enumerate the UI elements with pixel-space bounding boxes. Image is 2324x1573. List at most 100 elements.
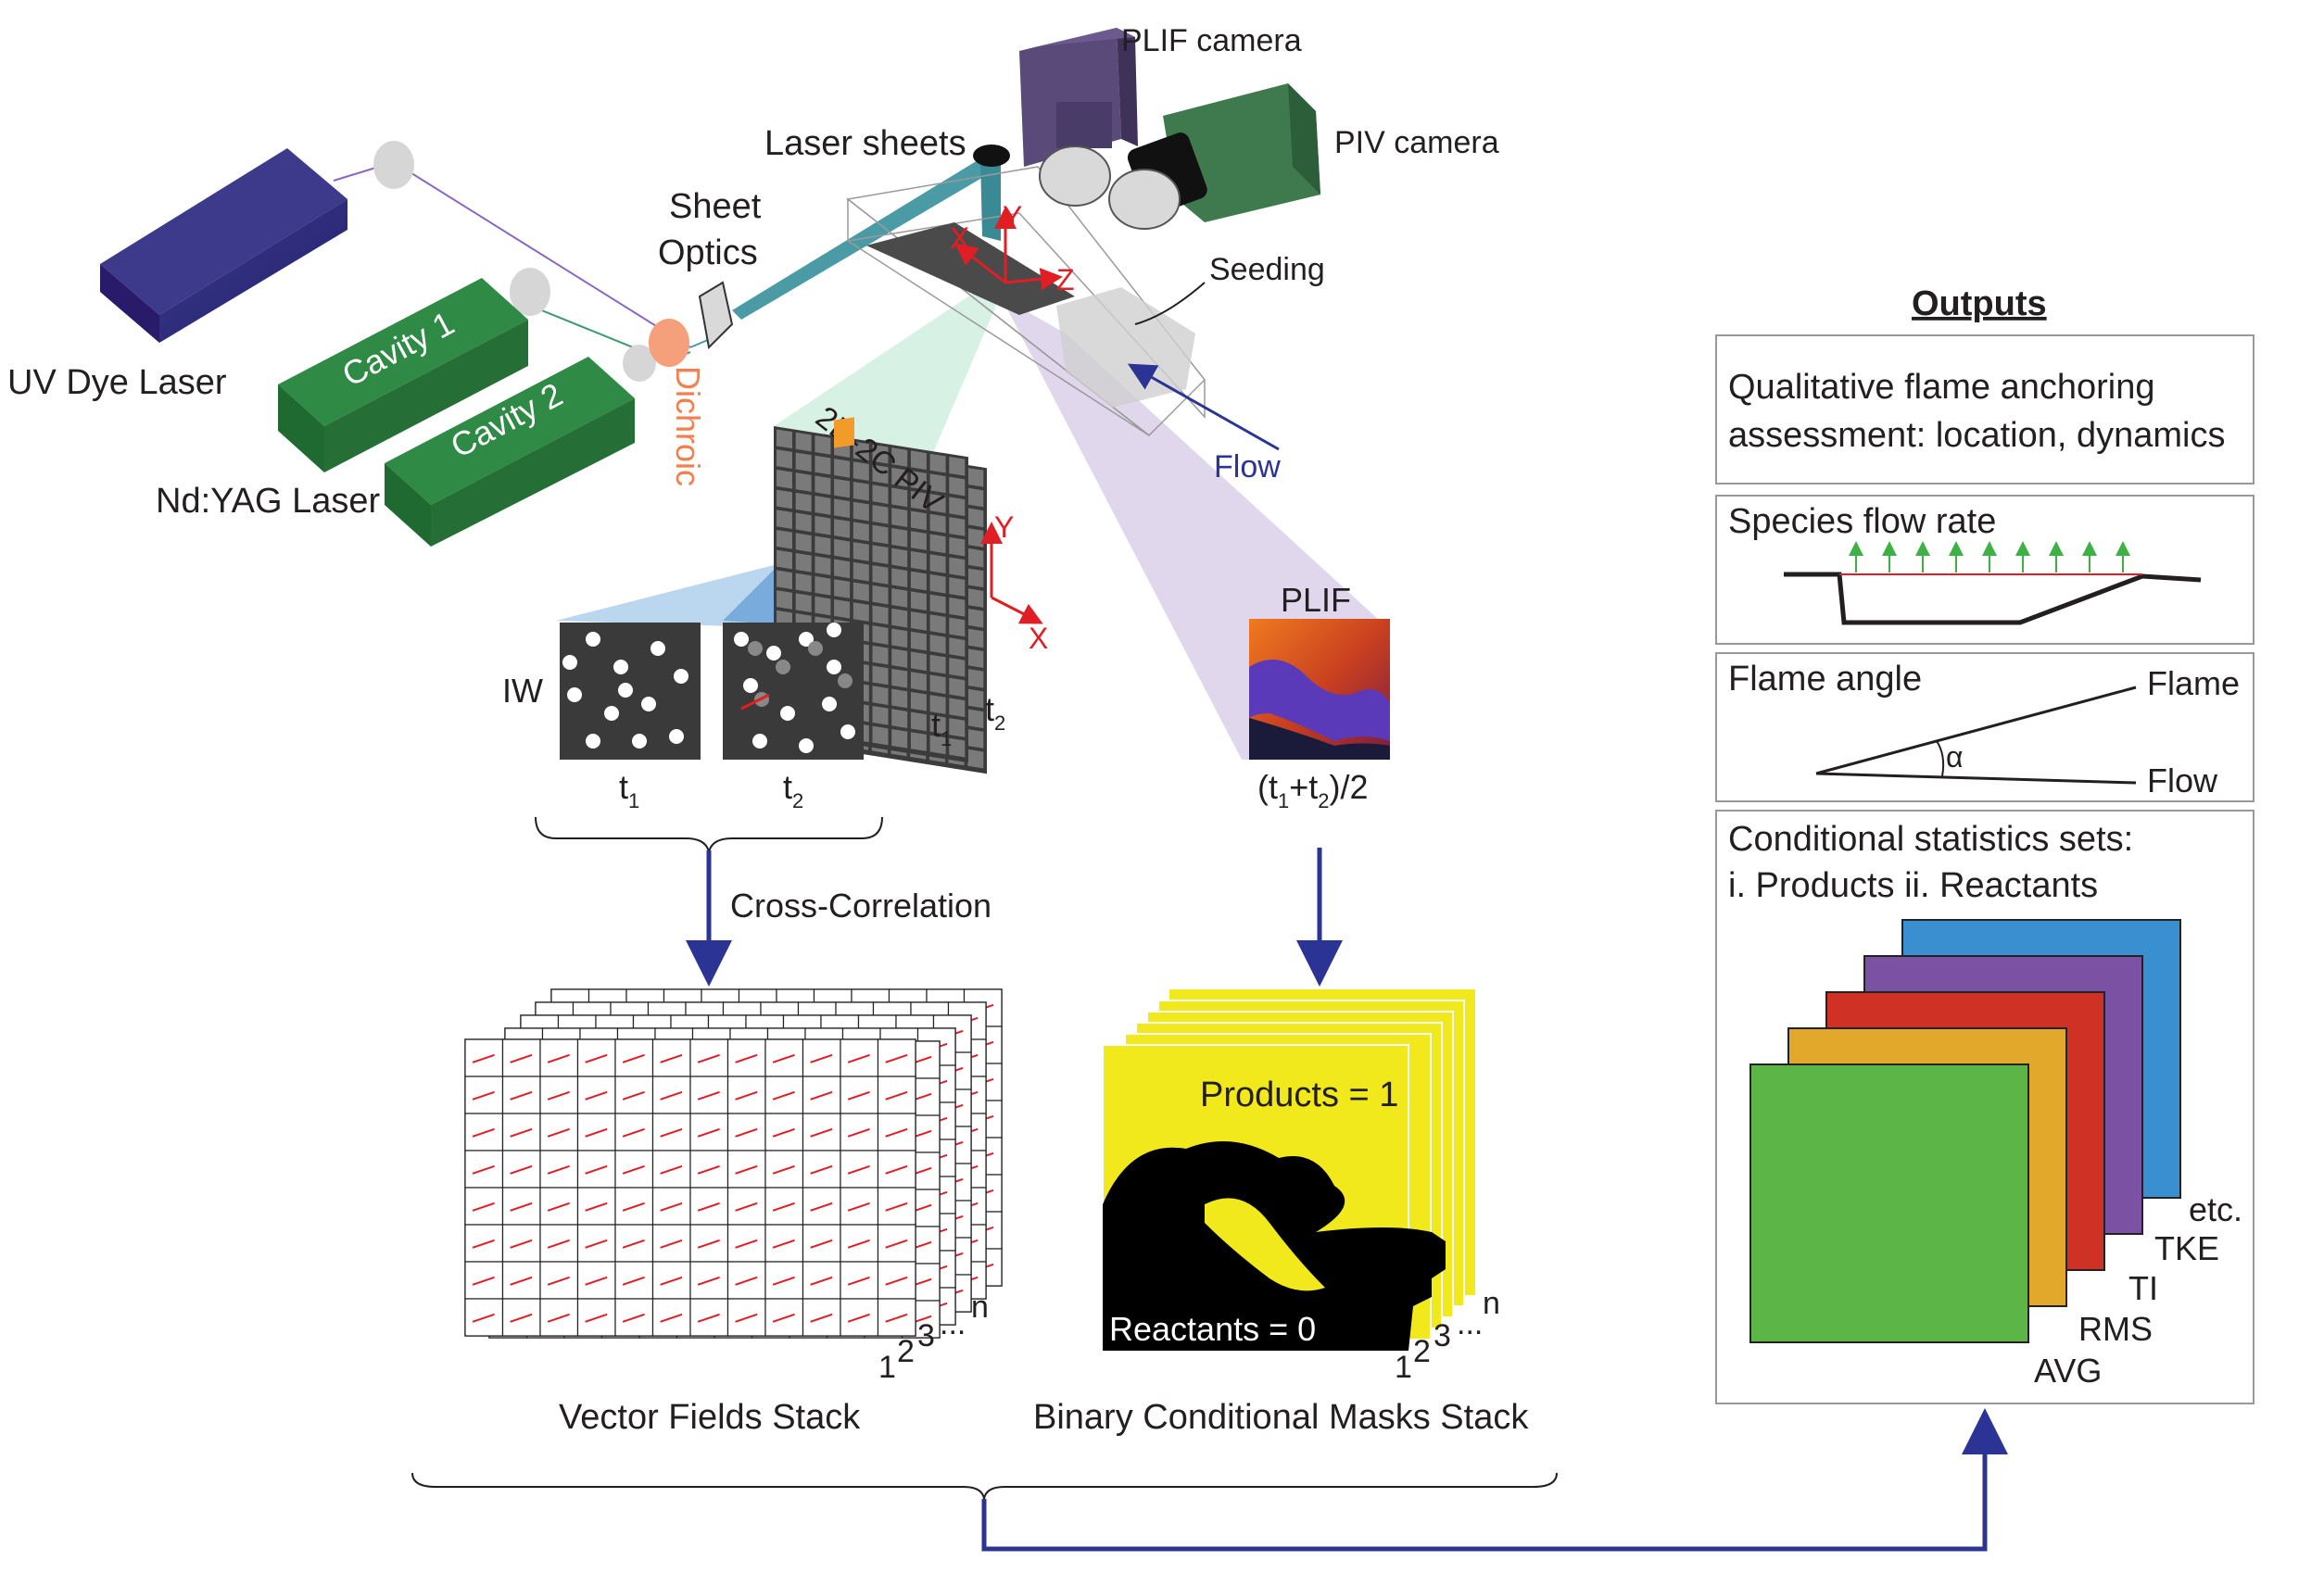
piv-grid-cell — [815, 455, 831, 475]
stat-label-tke: TKE — [2154, 1229, 2219, 1267]
piv-grid-cell — [872, 725, 889, 746]
vector-arrow — [885, 1276, 908, 1286]
piv-grid-cell — [967, 467, 984, 487]
dichroic-label: Dichroic — [669, 366, 707, 486]
vector-cell — [802, 1150, 841, 1189]
flame-angle-flow-label: Flow — [2147, 761, 2218, 799]
piv-grid-cell — [795, 533, 812, 552]
vector-arrow — [810, 1090, 833, 1101]
axis-y-label: Y — [1003, 200, 1022, 233]
iw-displacement-vector — [740, 693, 770, 711]
piv-grid-cell — [872, 464, 889, 484]
vector-arrow — [697, 1164, 720, 1175]
flame-line — [1815, 686, 2137, 775]
flow-rate-profile — [1784, 572, 2202, 625]
iw-particle — [840, 724, 855, 739]
iw-particle — [641, 697, 656, 711]
vector-arrow — [622, 1053, 645, 1063]
output-statistics-line1: Conditional statistics sets: — [1728, 820, 2133, 859]
piv-grid-cell — [872, 444, 889, 464]
piv-grid-cell — [910, 711, 927, 732]
vector-arrow — [472, 1239, 495, 1249]
piv-grid-cell — [929, 573, 946, 594]
iw-particle — [827, 660, 841, 674]
vector-arrow — [885, 1202, 908, 1212]
piv-grid-cell — [929, 735, 946, 755]
piv-grid-cell — [795, 472, 812, 492]
vector-arrow — [585, 1276, 608, 1286]
vector-arrow — [547, 1313, 570, 1323]
piv-grid-cell — [853, 582, 869, 602]
seeding-cloud — [1056, 287, 1195, 408]
vector-arrow — [585, 1239, 608, 1249]
vector-arrow — [472, 1164, 495, 1175]
piv-grid-cell — [815, 575, 831, 596]
vector-arrow — [772, 1276, 795, 1286]
piv-grid-cell — [967, 648, 984, 668]
mask-stack-index-dots: ... — [1457, 1306, 1483, 1341]
iw-particle — [604, 706, 619, 721]
piv-grid-cell — [967, 508, 984, 528]
piv-grid-cell — [834, 598, 851, 619]
vector-arrow — [735, 1127, 758, 1138]
vector-arrow — [735, 1239, 758, 1249]
piv-grid-cell — [949, 597, 966, 617]
iw-particle — [827, 623, 841, 637]
piv-grid-cell — [777, 570, 792, 590]
vector-stack-index-1: 1 — [878, 1350, 896, 1385]
grid-t1-label: t1 — [931, 706, 952, 750]
piv-grid-cell — [815, 535, 831, 556]
piv-grid-cell — [910, 571, 927, 591]
piv-grid-cell — [795, 452, 812, 472]
piv-grid-cell — [777, 489, 792, 510]
piv-grid-cell — [949, 617, 966, 637]
vector-arrow — [810, 1313, 833, 1323]
piv-grid-cell — [967, 668, 984, 688]
mirror-uv — [373, 141, 414, 189]
piv-grid-cell — [929, 594, 946, 614]
flame-angle-alpha: α — [1946, 740, 1964, 774]
piv-grid-cell — [910, 611, 927, 631]
vector-arrow — [547, 1239, 570, 1249]
piv-grid-cell — [910, 471, 927, 490]
piv-grid-cell — [795, 593, 812, 613]
piv-grid-cell — [872, 484, 889, 504]
mask-stack-label: Binary Conditional Masks Stack — [1033, 1398, 1529, 1437]
iw-particle-shadow — [776, 660, 790, 674]
piv-grid-cell — [949, 476, 966, 497]
vector-stack-index-3: 3 — [917, 1318, 935, 1353]
piv-grid-cell — [795, 552, 812, 573]
piv-grid-cell — [910, 510, 927, 531]
piv-grid-cell — [891, 487, 908, 508]
outputs-title: Outputs — [1912, 284, 2047, 323]
vector-arrow — [847, 1164, 870, 1175]
vector-cell — [614, 1113, 654, 1151]
seeding-label: Seeding — [1209, 252, 1325, 287]
vector-arrow — [810, 1239, 833, 1249]
flow-label: Flow — [1214, 449, 1281, 484]
iw-particle — [586, 632, 600, 647]
piv-grid-cell — [910, 490, 927, 510]
piv-grid-cell — [872, 565, 889, 585]
vector-arrow — [697, 1053, 720, 1063]
piv-grid-cell — [967, 729, 984, 749]
stat-layer-green — [1749, 1063, 2029, 1343]
vector-arrow — [810, 1127, 833, 1138]
vector-arrow — [660, 1053, 683, 1063]
vector-arrow — [885, 1313, 908, 1323]
vector-arrow — [510, 1239, 533, 1249]
piv-grid-cell — [777, 529, 792, 549]
vector-arrow — [472, 1090, 495, 1101]
vector-arrow — [547, 1127, 570, 1138]
piv-grid-cell — [910, 531, 927, 550]
sheet-optics-label-1: Sheet — [669, 187, 762, 226]
piv-grid-cell — [929, 453, 946, 473]
seeding-leader — [1134, 282, 1206, 325]
piv-grid-cell — [777, 469, 792, 489]
piv-grid-cell — [929, 654, 946, 674]
piv-grid-cell — [795, 573, 812, 593]
piv-grid-cell — [872, 585, 889, 605]
piv-grid-cell — [910, 651, 927, 672]
piv-grid-cell — [872, 504, 889, 524]
